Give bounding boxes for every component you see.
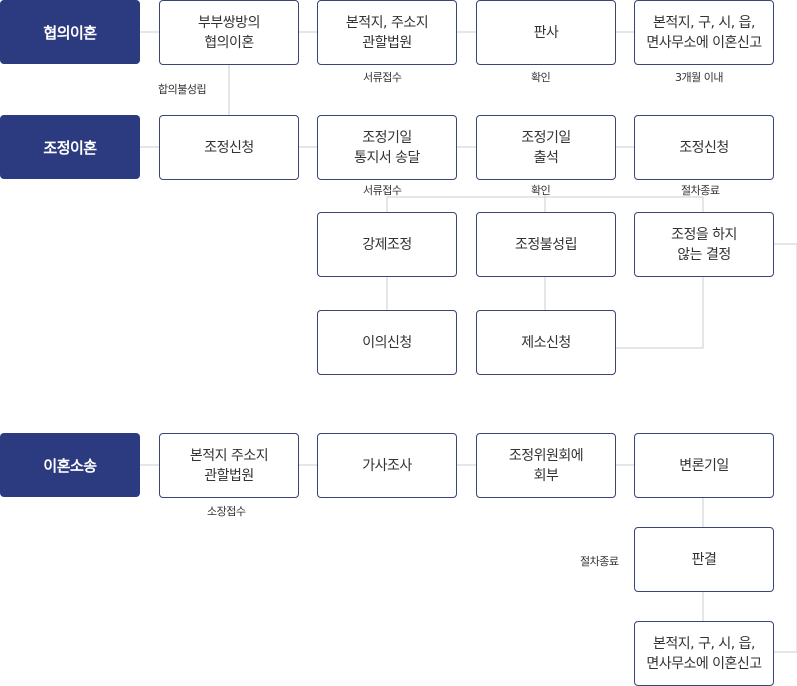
branch-lawsuit-filing: 제소신청 bbox=[476, 310, 616, 375]
mediation-step-application-end: 조정신청 bbox=[634, 115, 774, 180]
label-procedure-end: 절차종료 bbox=[681, 184, 720, 197]
mediation-step-notice: 조정기일 통지서 송달 bbox=[317, 115, 457, 180]
label-confirmation: 확인 bbox=[531, 71, 551, 84]
mediation-step-attendance: 조정기일 출석 bbox=[476, 115, 616, 180]
label-complaint-filing: 소장접수 bbox=[207, 505, 246, 518]
label-procedure-end-2: 절차종료 bbox=[580, 555, 619, 568]
mediation-divorce-header: 조정이혼 bbox=[0, 115, 140, 179]
label-confirmation-2: 확인 bbox=[531, 184, 551, 197]
label-within-3-months: 3개월 이내 bbox=[675, 71, 723, 84]
branch-forced-mediation: 강제조정 bbox=[317, 212, 457, 277]
label-agreement-failed: 합의불성립 bbox=[158, 83, 207, 96]
agreement-divorce-header: 협의이혼 bbox=[0, 0, 140, 64]
litigation-step-court: 본적지 주소지 관할법원 bbox=[159, 433, 299, 498]
agreement-step-mutual-consent: 부부쌍방의 협의이혼 bbox=[159, 0, 299, 65]
mediation-step-application: 조정신청 bbox=[159, 115, 299, 180]
litigation-step-family-investigation: 가사조사 bbox=[317, 433, 457, 498]
litigation-step-pleading-date: 변론기일 bbox=[634, 433, 774, 498]
label-document-submission-2: 서류접수 bbox=[363, 184, 402, 197]
branch-objection: 이의신청 bbox=[317, 310, 457, 375]
agreement-step-judge: 판사 bbox=[476, 0, 616, 65]
litigation-step-committee-referral: 조정위원회에 회부 bbox=[476, 433, 616, 498]
agreement-step-court: 본적지, 주소지 관할법원 bbox=[317, 0, 457, 65]
litigation-step-report: 본적지, 구, 시, 읍, 면사무소에 이혼신고 bbox=[634, 621, 774, 686]
litigation-divorce-header: 이혼소송 bbox=[0, 433, 140, 497]
label-document-submission: 서류접수 bbox=[363, 71, 402, 84]
branch-no-mediation-decision: 조정을 하지 않는 결정 bbox=[634, 212, 774, 277]
branch-mediation-failed: 조정불성립 bbox=[476, 212, 616, 277]
agreement-step-report: 본적지, 구, 시, 읍, 면사무소에 이혼신고 bbox=[634, 0, 774, 65]
litigation-step-judgment: 판결 bbox=[634, 527, 774, 592]
